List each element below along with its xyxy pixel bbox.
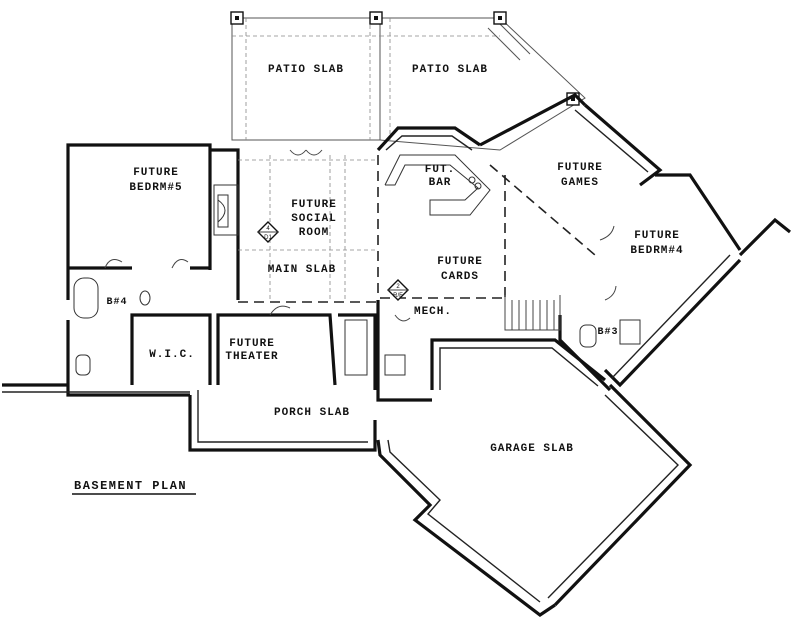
section-marker-number: 4 xyxy=(266,226,270,232)
section-marker-number: 2 xyxy=(396,284,400,290)
plan-title-text: BASEMENT PLAN xyxy=(74,479,187,493)
future-cards-label: FUTURE xyxy=(437,256,483,268)
patio-slab-label: PATIO SLAB xyxy=(268,64,344,76)
future-cards-label: CARDS xyxy=(441,271,479,283)
porch-slab-label: PORCH SLAB xyxy=(274,407,350,419)
main-slab-label: MAIN SLAB xyxy=(268,264,336,276)
exterior-walls xyxy=(2,93,791,617)
future-bedroom-4-label: BEDRM#4 xyxy=(630,245,683,257)
future-partitions xyxy=(238,155,596,303)
stairs xyxy=(504,295,561,331)
patio-post xyxy=(230,11,580,106)
wic-label: W.I.C. xyxy=(149,349,195,361)
door-swings xyxy=(104,149,617,322)
future-games-label: FUTURE xyxy=(557,162,603,174)
bath-4-label: B#4 xyxy=(106,297,127,308)
future-bedroom-5-label: BEDRM#5 xyxy=(129,182,182,194)
mech-label: MECH. xyxy=(414,306,452,318)
section-marker: 4 D1 xyxy=(257,221,279,243)
section-marker-sheet: D1 xyxy=(264,235,272,241)
future-social-room-label: ROOM xyxy=(299,227,329,239)
social-room-grid xyxy=(238,155,378,300)
plan-title: BASEMENT PLAN xyxy=(72,479,196,495)
future-social-room-label: SOCIAL xyxy=(291,213,337,225)
future-bedroom-4-label: FUTURE xyxy=(634,230,680,242)
patio-slab-area xyxy=(231,17,586,151)
fut-bar-label: BAR xyxy=(429,177,452,189)
patio-slab-label: PATIO SLAB xyxy=(412,64,488,76)
bath-fixtures xyxy=(73,277,641,376)
future-theater-label: THEATER xyxy=(225,351,278,363)
section-marker-sheet: R/F xyxy=(393,293,403,299)
bar-counter xyxy=(384,154,491,216)
future-social-room-label: FUTURE xyxy=(291,199,337,211)
future-theater-label: FUTURE xyxy=(229,338,275,350)
fireplace xyxy=(213,184,239,236)
garage-slab-label: GARAGE SLAB xyxy=(490,443,574,455)
bath-3-label: B#3 xyxy=(597,327,618,338)
fut-bar-label: FUT. xyxy=(425,164,455,176)
room-labels: PATIO SLAB PATIO SLAB FUTURE BEDRM#5 FUT… xyxy=(106,64,683,455)
future-games-label: GAMES xyxy=(561,177,599,189)
future-bedroom-5-label: FUTURE xyxy=(133,167,179,179)
section-marker: 2 R/F xyxy=(387,279,409,301)
